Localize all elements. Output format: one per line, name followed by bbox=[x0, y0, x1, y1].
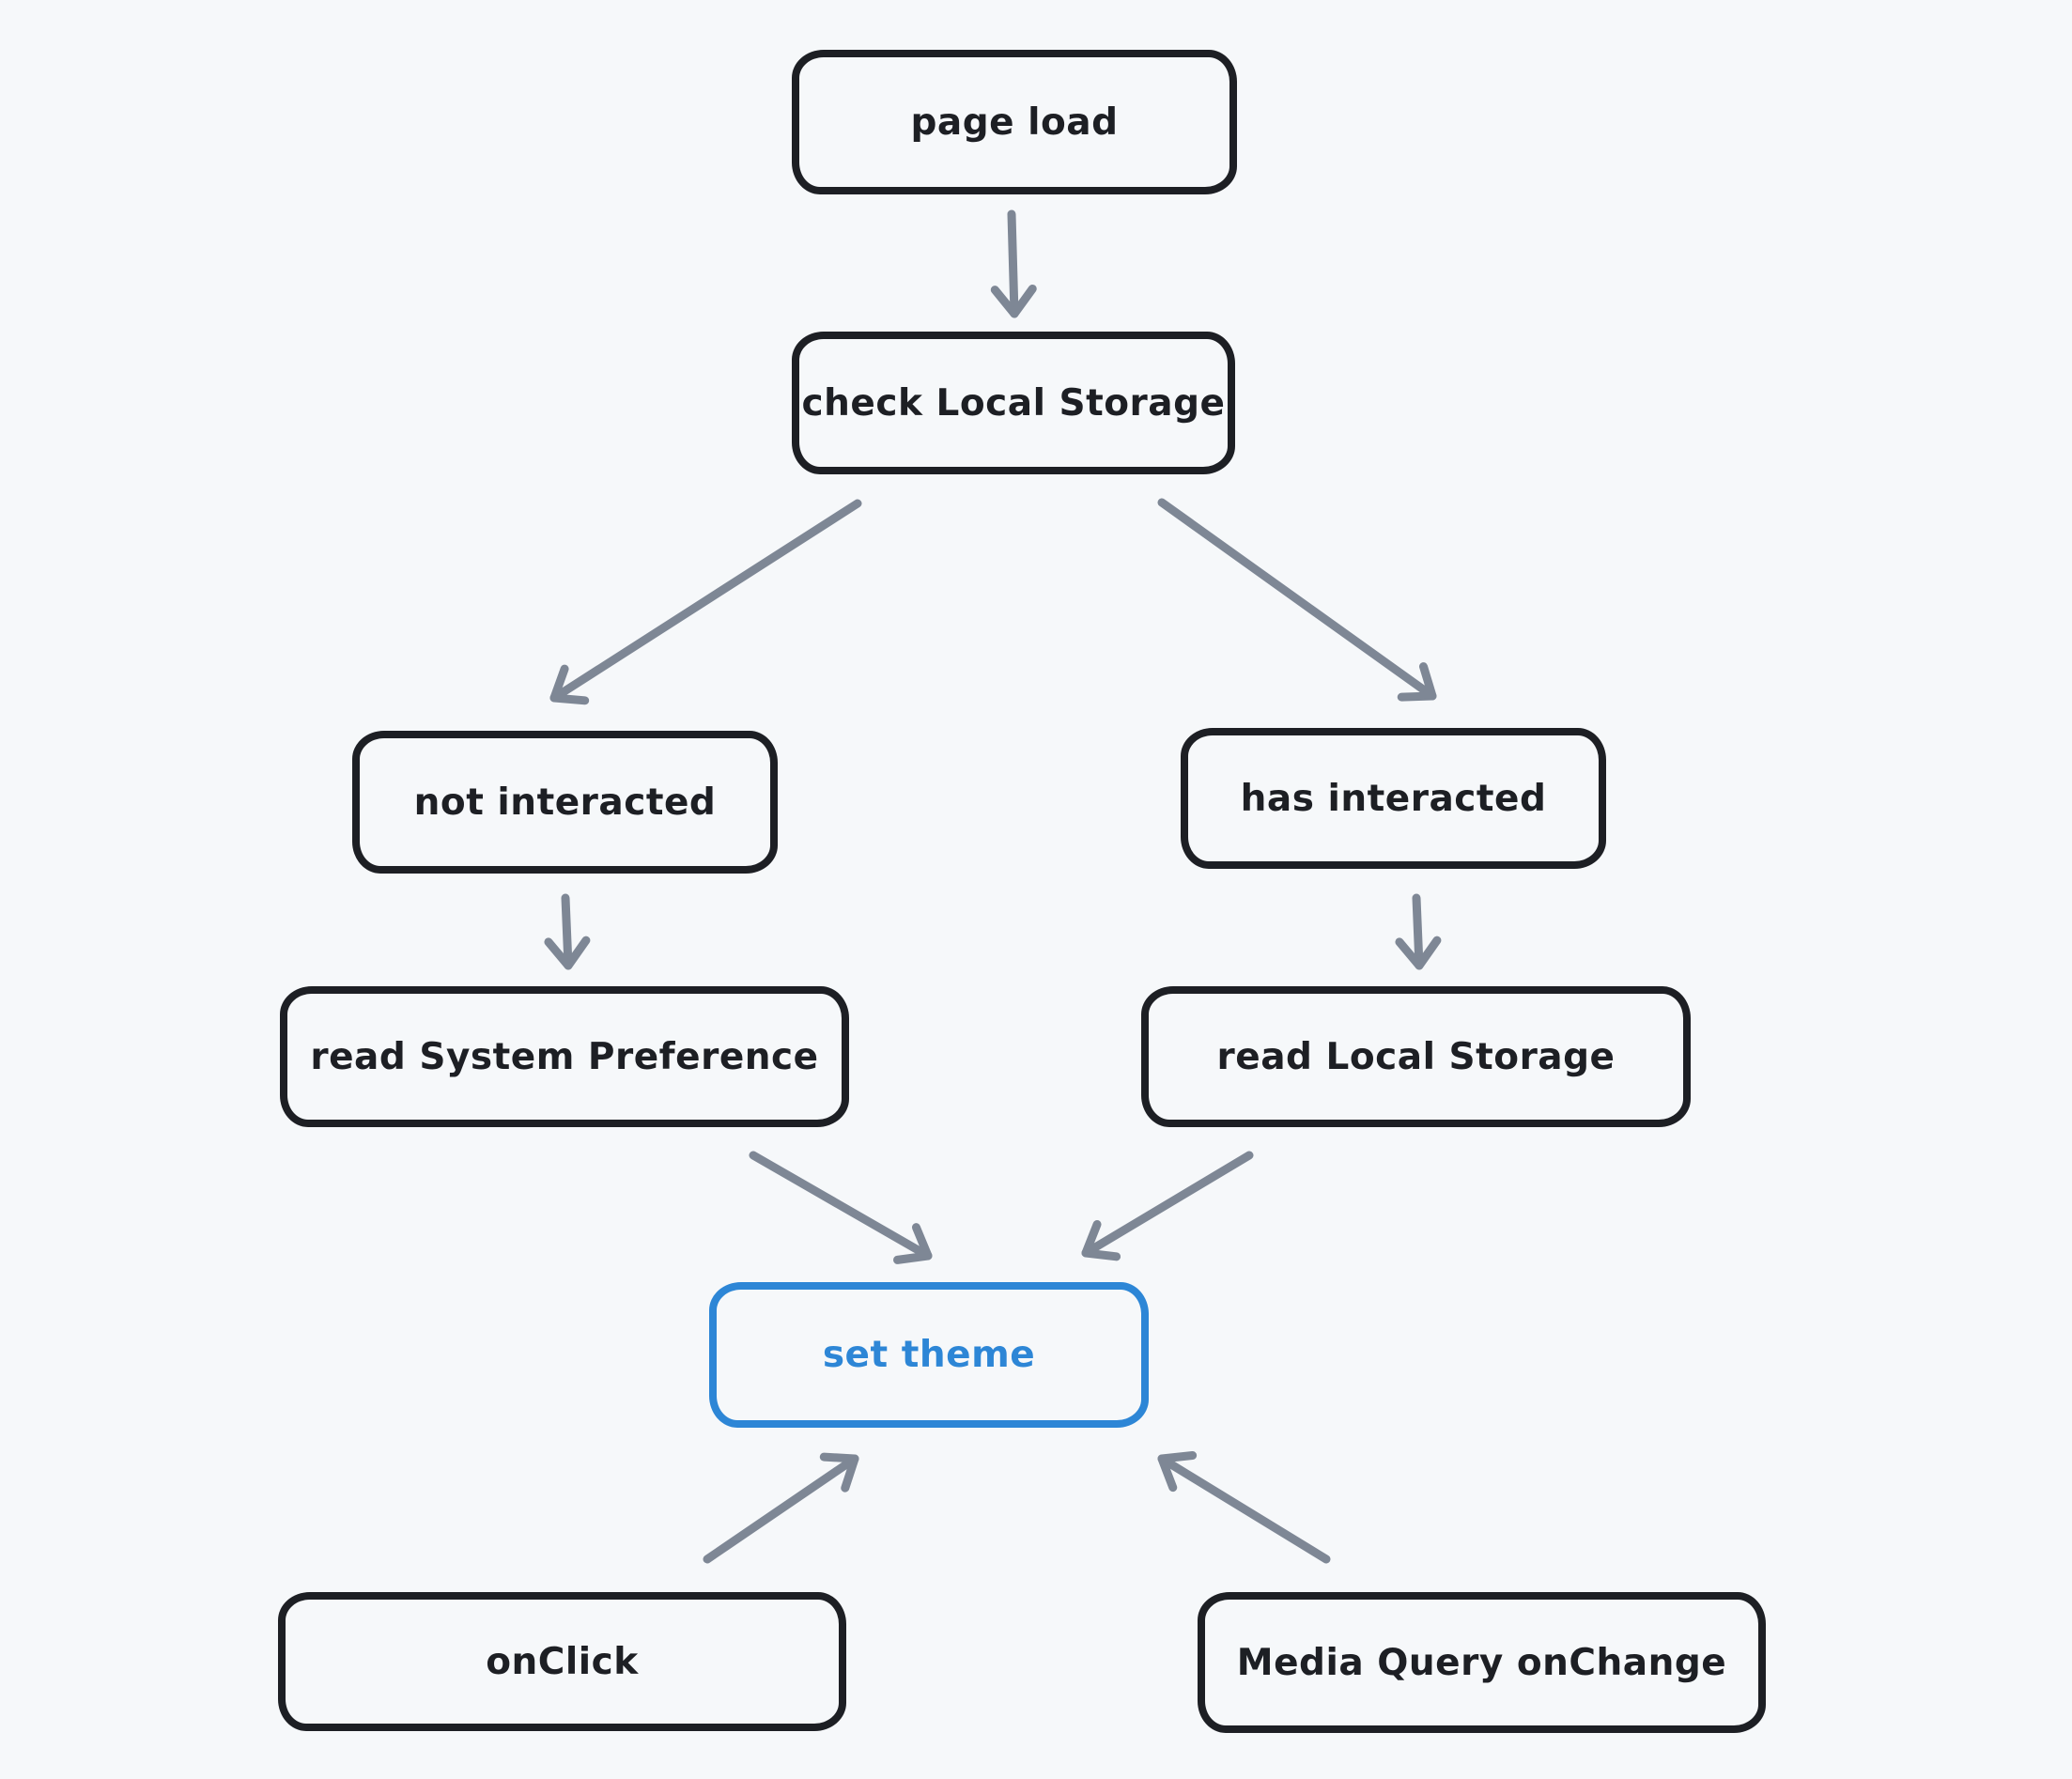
node-media-query-onchange: Media Query onChange bbox=[1198, 1592, 1766, 1733]
node-media-query-onchange-label: Media Query onChange bbox=[1236, 1641, 1727, 1684]
node-page-load: page load bbox=[792, 50, 1237, 194]
node-not-interacted: not interacted bbox=[352, 731, 778, 874]
node-check-local-storage: check Local Storage bbox=[792, 332, 1235, 474]
node-read-system-preference: read System Preference bbox=[280, 986, 849, 1127]
node-set-theme-label: set theme bbox=[822, 1334, 1036, 1376]
node-has-interacted: has interacted bbox=[1181, 728, 1606, 869]
arrow-check-local-storage-to-has-interacted bbox=[1157, 498, 1437, 702]
arrow-onclick-to-set-theme bbox=[703, 1452, 859, 1564]
node-not-interacted-label: not interacted bbox=[413, 781, 717, 824]
node-set-theme: set theme bbox=[709, 1282, 1149, 1428]
node-read-local-storage: read Local Storage bbox=[1141, 986, 1691, 1127]
arrow-read-system-preference-to-set-theme bbox=[749, 1151, 933, 1264]
node-onclick-label: onClick bbox=[486, 1640, 639, 1683]
node-read-system-preference-label: read System Preference bbox=[310, 1035, 819, 1078]
arrow-page-load-to-check-local-storage bbox=[990, 209, 1037, 318]
arrow-read-local-storage-to-set-theme bbox=[1081, 1151, 1254, 1261]
node-onclick: onClick bbox=[278, 1592, 846, 1731]
node-has-interacted-label: has interacted bbox=[1240, 777, 1547, 820]
node-check-local-storage-label: check Local Storage bbox=[801, 381, 1226, 425]
arrow-check-local-storage-to-not-interacted bbox=[549, 499, 862, 705]
arrow-has-interacted-to-read-local-storage bbox=[1395, 893, 1442, 970]
node-page-load-label: page load bbox=[910, 101, 1119, 144]
arrow-not-interacted-to-read-system-preference bbox=[544, 893, 591, 970]
node-read-local-storage-label: read Local Storage bbox=[1216, 1035, 1616, 1078]
arrow-media-query-onchange-to-set-theme bbox=[1157, 1450, 1331, 1564]
